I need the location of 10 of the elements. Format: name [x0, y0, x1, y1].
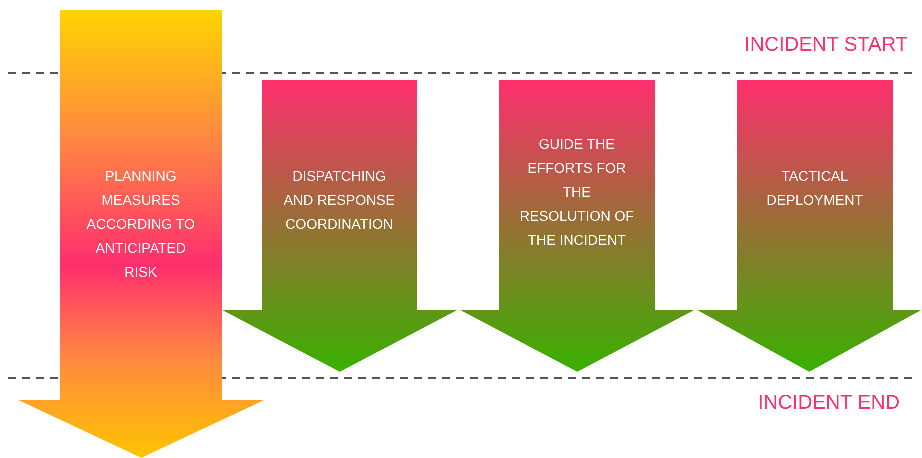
phase-shape [460, 80, 695, 372]
phase-shape [222, 80, 458, 372]
stage-label: INCIDENT END [758, 392, 900, 415]
stage-label: INCIDENT START [744, 34, 908, 57]
phase-label: DISPATCHING AND RESPONSE COORDINATION [282, 167, 396, 234]
phase-shape [18, 10, 265, 458]
phase-label: PLANNING MEASURES ACCORDING TO ANTICIPATED RISK [86, 167, 196, 282]
phase-shape [697, 80, 922, 372]
phase-label: TACTICAL DEPLOYMENT [766, 167, 864, 210]
phase-label: GUIDE THE EFFORTS FOR THE RESOLUTION OF THE INCIDENT [518, 135, 636, 250]
